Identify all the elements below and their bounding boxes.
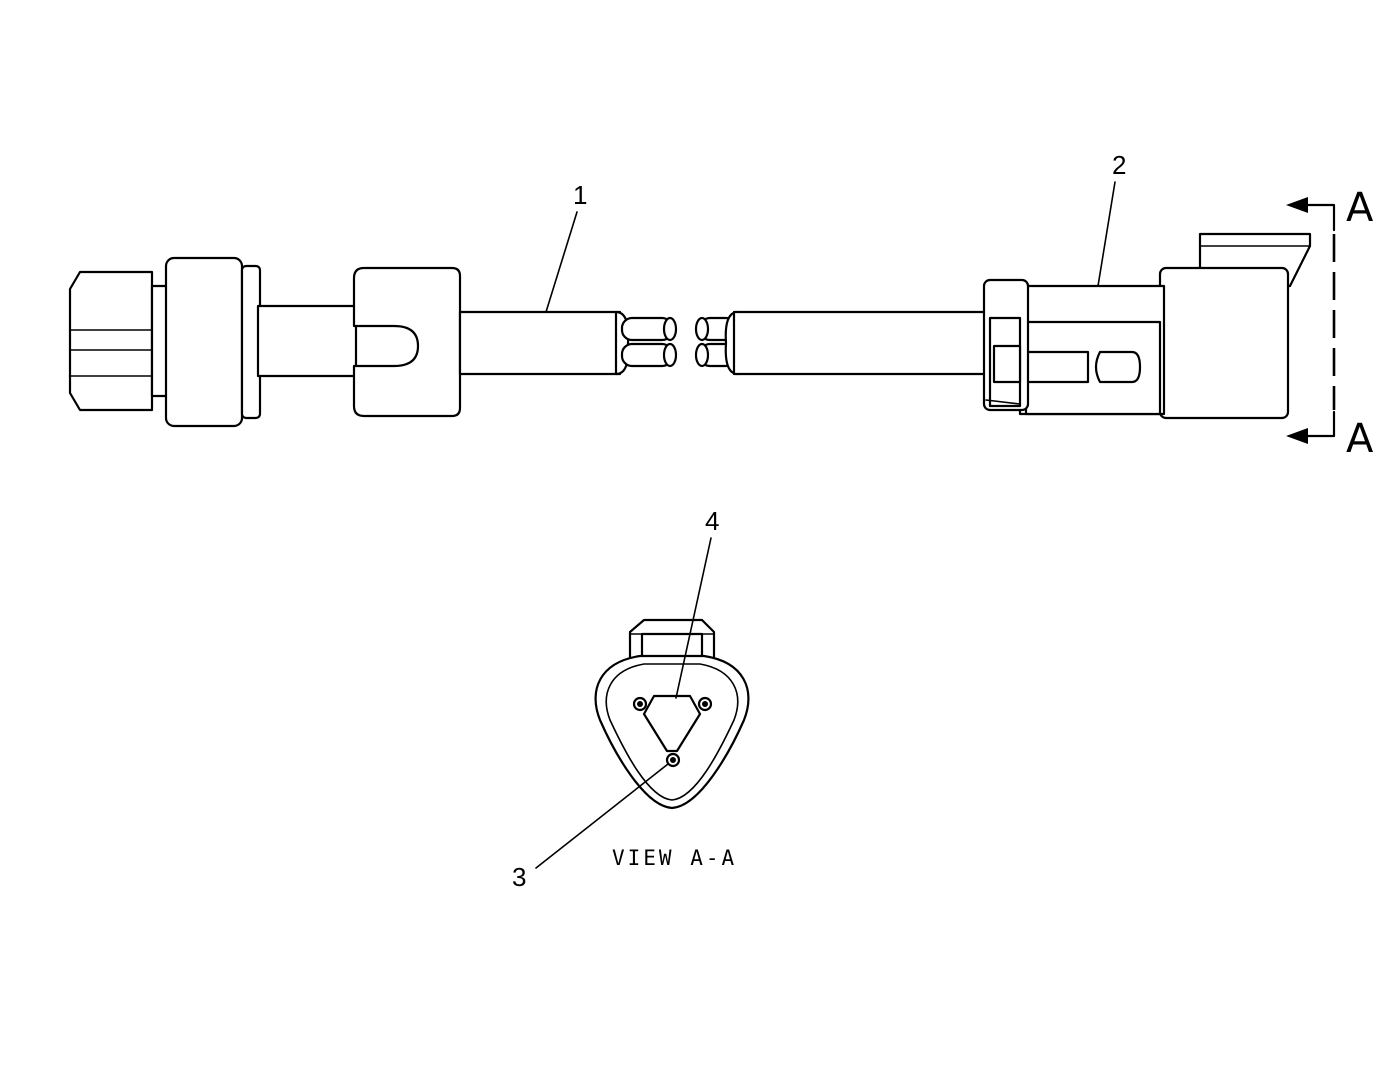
callout-4: 4	[705, 506, 719, 536]
connector-body	[982, 232, 1312, 420]
section-line	[1286, 197, 1336, 444]
end-view-a-a	[594, 618, 750, 810]
leader-line-2	[1097, 181, 1116, 287]
boot	[352, 266, 462, 418]
wedge-insert	[642, 694, 702, 753]
hex-nut	[68, 270, 154, 412]
cable-left	[458, 310, 678, 376]
arrow-left-icon	[1286, 428, 1308, 444]
cavity-pins	[632, 696, 713, 768]
view-caption: VIEW A-A	[612, 846, 737, 870]
arrow-left-icon	[1286, 197, 1308, 213]
collar	[164, 256, 244, 428]
section-mark-top: A	[1346, 185, 1374, 231]
leader-line-3	[535, 763, 669, 869]
leader-line-4	[675, 537, 712, 699]
cable-right	[694, 310, 990, 376]
callout-3: 3	[512, 862, 526, 892]
section-mark-bottom: A	[1346, 416, 1374, 462]
callout-1: 1	[573, 180, 587, 210]
callout-2: 2	[1112, 150, 1126, 180]
sender-body	[68, 256, 462, 428]
leader-line-1	[545, 211, 578, 313]
contact-pin	[1094, 350, 1142, 384]
